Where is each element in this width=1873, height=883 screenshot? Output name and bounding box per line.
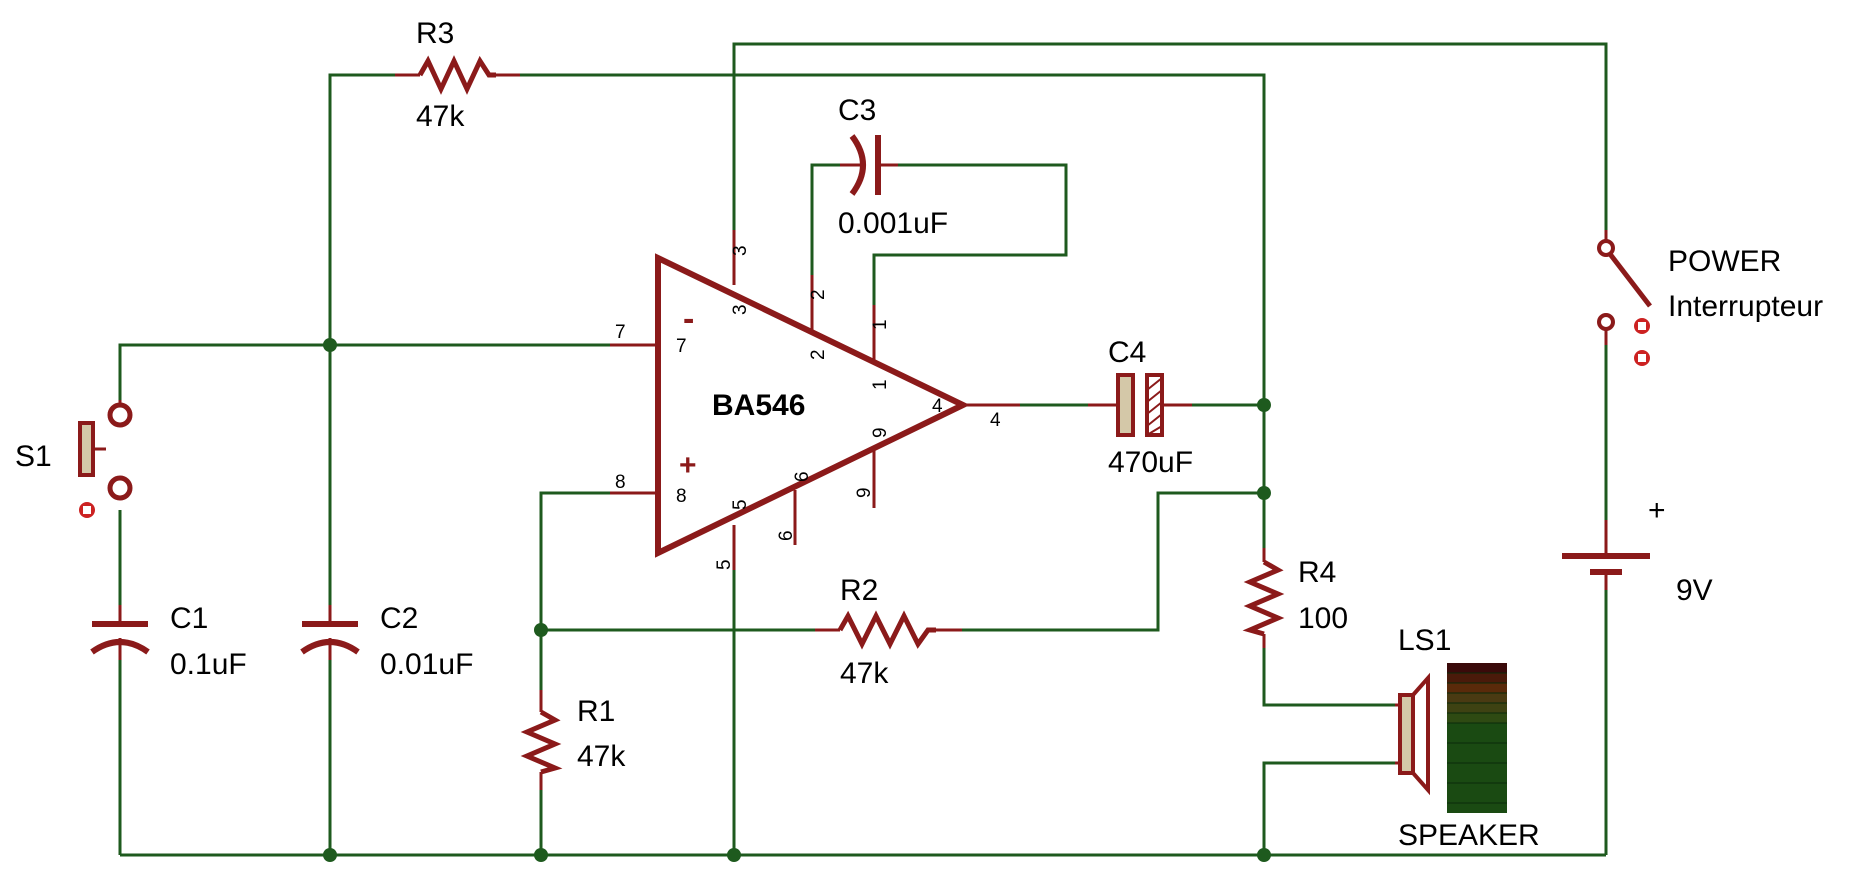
power-value: Interrupteur (1668, 290, 1823, 323)
pin-label-6: 6 (776, 530, 797, 541)
pin-label-7: 7 (676, 336, 687, 357)
pin-label-8: 8 (615, 472, 626, 493)
wire-r4-to-speaker (1262, 648, 1395, 707)
amplifier-ba546: - + BA546 7 7 8 8 3 3 2 2 1 1 4 4 9 9 6 … (610, 230, 1020, 570)
junction-dot (534, 623, 548, 637)
battery-9v: + 9V (1562, 494, 1713, 607)
c1-ref: C1 (170, 602, 208, 635)
pin-label-5: 5 (714, 559, 735, 570)
wires (118, 42, 1608, 857)
resistor-r2: R2 47k (815, 574, 962, 690)
pin-label-6: 6 (792, 471, 813, 482)
junction-dot (323, 338, 337, 352)
amplifier-triangle (655, 253, 970, 558)
battery-plus: + (1648, 494, 1666, 527)
r3-value: 47k (416, 100, 465, 133)
wire-c3-right (872, 163, 1068, 355)
ls1-value: SPEAKER (1398, 819, 1540, 852)
r4-value: 100 (1298, 602, 1348, 635)
wire-input-plus (539, 491, 658, 690)
pin-label-7: 7 (615, 322, 626, 343)
battery-value: 9V (1676, 574, 1713, 607)
pin-label-3: 3 (730, 245, 751, 256)
pin-label-9: 9 (854, 487, 875, 498)
switch-power: POWER Interrupteur (1597, 230, 1823, 366)
amplifier-name: BA546 (712, 389, 805, 422)
junction-dot (1257, 848, 1271, 862)
s1-ref: S1 (15, 440, 52, 473)
junction-dot (534, 848, 548, 862)
pin-label-1: 1 (870, 319, 891, 330)
r1-value: 47k (577, 740, 626, 773)
c4-value: 470uF (1108, 446, 1193, 479)
wire-r2-right (960, 491, 1264, 632)
capacitor-c2: C2 0.01uF (300, 602, 473, 681)
r1-ref: R1 (577, 695, 615, 728)
speaker-level-meter (1447, 663, 1507, 813)
pin-label-2: 2 (808, 289, 829, 300)
c3-value: 0.001uF (838, 207, 948, 240)
wire-input-minus (118, 343, 658, 415)
resistor-r1: R1 47k (520, 690, 626, 790)
r2-value: 47k (840, 657, 889, 690)
ls1-ref: LS1 (1398, 624, 1451, 657)
r2-ref: R2 (840, 574, 878, 607)
pin-label-8: 8 (676, 486, 687, 507)
c3-ref: C3 (838, 94, 876, 127)
pin-label-2: 2 (808, 349, 829, 360)
power-ref: POWER (1668, 245, 1781, 278)
junction-dot (727, 848, 741, 862)
pin-label-3: 3 (730, 304, 751, 315)
pin-label-9: 9 (870, 427, 891, 438)
r4-ref: R4 (1298, 556, 1336, 589)
pin-label-4: 4 (932, 396, 943, 417)
resistor-r3: R3 47k (395, 17, 520, 133)
wire-c3-left (810, 163, 840, 327)
pin-label-1: 1 (870, 379, 891, 390)
junction-dot (323, 848, 337, 862)
junction-dot (1257, 398, 1271, 412)
amplifier-plus-sign: + (679, 449, 697, 482)
wire-r3-left (328, 73, 395, 345)
c2-ref: C2 (380, 602, 418, 635)
junctions (323, 338, 1271, 862)
r3-ref: R3 (416, 17, 454, 50)
c2-value: 0.01uF (380, 648, 473, 681)
pin-label-4: 4 (990, 410, 1001, 431)
c4-ref: C4 (1108, 336, 1146, 369)
amplifier-minus-sign: - (683, 300, 694, 338)
pushbutton-s1: S1 (15, 400, 133, 518)
wire-r3-right (520, 73, 1266, 407)
junction-dot (1257, 486, 1271, 500)
pin-label-5: 5 (730, 499, 751, 510)
c1-value: 0.1uF (170, 648, 247, 681)
capacitor-c3: C3 0.001uF (838, 94, 948, 240)
speaker-ls1: LS1 SPEAKER (1395, 624, 1540, 852)
resistor-r4: R4 100 (1242, 548, 1348, 648)
wire-speaker-bottom (1262, 761, 1395, 855)
wire-top-rail (732, 42, 1608, 260)
capacitor-c1: C1 0.1uF (90, 602, 247, 681)
capacitor-c4: C4 470uF (1088, 336, 1193, 479)
